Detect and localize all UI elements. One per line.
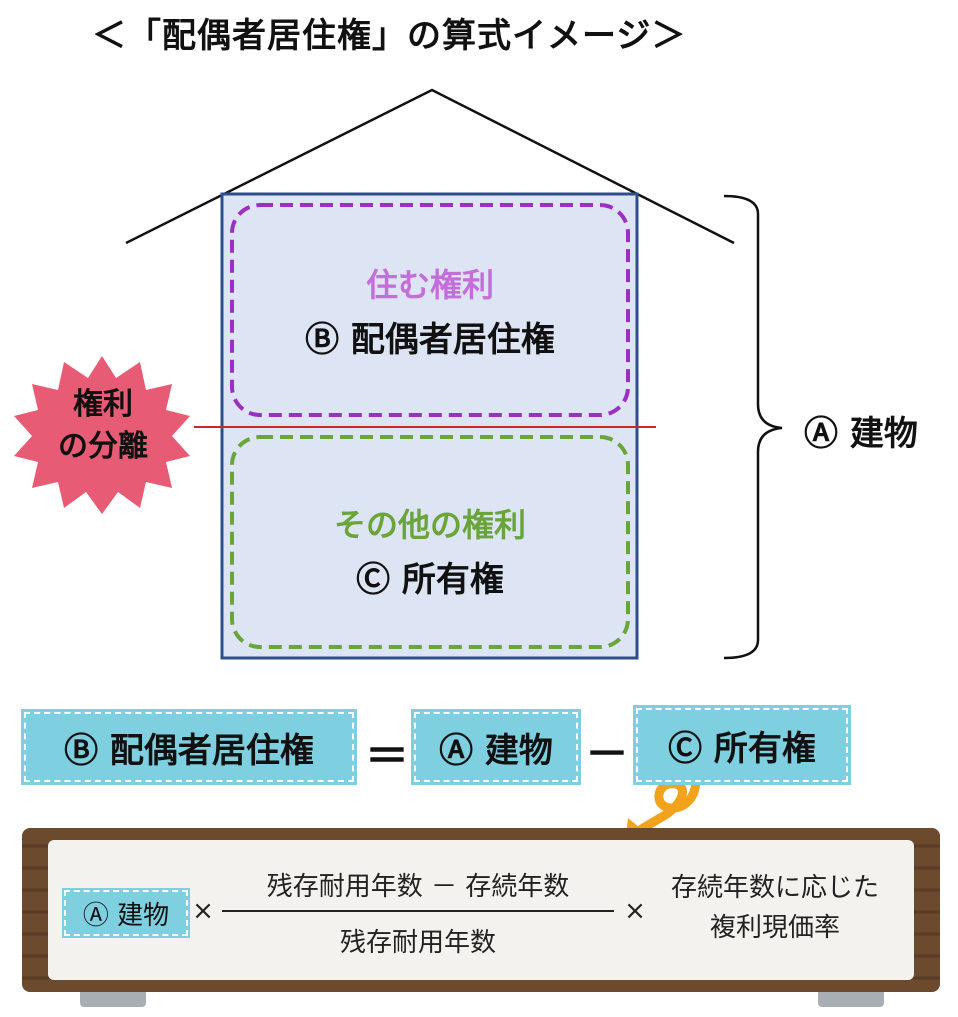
house-roof: [125, 88, 735, 245]
lower-rights-sub: その他の権利: [333, 506, 526, 544]
equation-middle: Ⓐ 建物: [439, 730, 553, 771]
upper-rights-sub: 住む権利: [365, 266, 494, 304]
building-bracket: [723, 194, 783, 660]
formula-denominator: 残存耐用年数: [339, 928, 496, 958]
formula-rate-line1: 存続年数に応じた: [670, 873, 879, 903]
formula-times-1: ×: [192, 896, 214, 926]
lower-rights-main: Ⓒ 所有権: [356, 560, 504, 600]
formula-numerator: 残存耐用年数 － 存続年数: [266, 872, 570, 902]
equation-left-tape: Ⓑ 配偶者居住権: [21, 709, 357, 785]
formula-a-box: Ⓐ 建物: [62, 888, 190, 938]
equation-right-tape: Ⓒ 所有権: [633, 705, 851, 785]
separation-label-line1: 権利: [73, 387, 133, 422]
equation-right: Ⓒ 所有権: [668, 728, 816, 769]
equals-sign: ＝: [365, 731, 409, 782]
building-label: Ⓐ 建物: [804, 414, 918, 454]
minus-sign: －: [585, 729, 629, 780]
separation-burst: [14, 356, 190, 514]
separation-label: 権利 の分離: [30, 384, 176, 468]
upper-rights-box: [230, 203, 630, 417]
upper-rights-main: Ⓑ 配偶者居住権: [305, 320, 555, 360]
pointer-arrow: [635, 763, 701, 835]
formula-rate-line2: 複利現価率: [709, 913, 840, 943]
lower-rights-box: [230, 435, 630, 649]
separation-label-line2: の分離: [58, 429, 148, 464]
equation-middle-tape: Ⓐ 建物: [411, 709, 581, 785]
page-title: ＜「配偶者居住権」の算式イメージ＞: [92, 16, 687, 56]
formula-rate: 存続年数に応じた 複利現価率: [650, 868, 900, 948]
equation-left: Ⓑ 配偶者居住権: [64, 730, 314, 771]
formula-a-label: Ⓐ 建物: [82, 900, 170, 931]
formula-times-2: ×: [624, 896, 646, 926]
